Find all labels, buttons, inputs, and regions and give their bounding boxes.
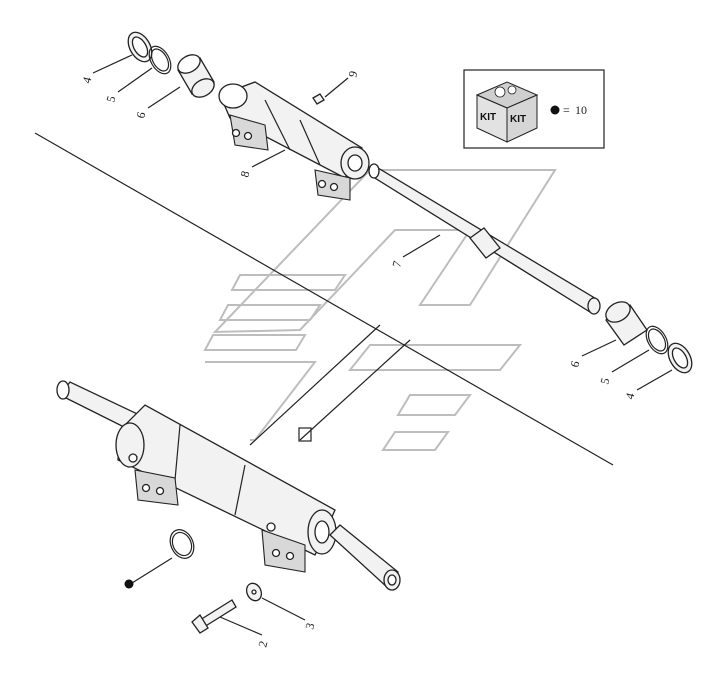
callout-2: 2 xyxy=(255,639,270,648)
callout-9: 9 xyxy=(345,69,360,78)
leader-lines xyxy=(92,54,673,636)
kit-legend-box: KIT KIT = 10 xyxy=(463,69,605,149)
part-6-bushing-right xyxy=(605,301,648,346)
kit-number: 10 xyxy=(575,103,587,117)
reference-line xyxy=(34,132,614,466)
callout-7: 7 xyxy=(389,259,404,268)
kit-bullet-legend xyxy=(550,105,560,115)
callout-5-top: 5 xyxy=(103,94,118,103)
part-8-axle-housing xyxy=(218,81,370,201)
callout-3: 3 xyxy=(302,621,317,630)
callout-8: 8 xyxy=(237,169,252,178)
part-9-grease-fitting xyxy=(312,93,325,105)
kit-o-ring-lower xyxy=(124,529,195,589)
part-6-bushing-top xyxy=(177,54,215,98)
kit-box-icon: KIT KIT xyxy=(475,81,539,143)
callout-4-top: 4 xyxy=(79,75,94,84)
part-5-o-ring-top xyxy=(148,45,172,75)
kit-label-left: KIT xyxy=(480,112,496,123)
part-7-shaft xyxy=(368,163,601,315)
part-2-bolt xyxy=(191,599,237,634)
callout-6-right: 6 xyxy=(567,359,582,368)
kit-bullet-lower xyxy=(124,579,134,589)
assembled-axle-lower xyxy=(56,380,401,591)
callout-6-top: 6 xyxy=(133,110,148,119)
detail-leader-lines xyxy=(249,324,411,446)
part-3-washer xyxy=(245,582,263,602)
watermark-logo xyxy=(203,169,557,451)
callout-5-right: 5 xyxy=(597,376,612,385)
kit-equals: = xyxy=(563,103,570,117)
kit-label-right: KIT xyxy=(510,114,526,125)
part-4-snap-ring-top xyxy=(127,31,153,63)
callout-4-right: 4 xyxy=(622,391,637,400)
part-5-o-ring-right xyxy=(645,325,669,355)
part-4-snap-ring-right xyxy=(667,342,693,374)
